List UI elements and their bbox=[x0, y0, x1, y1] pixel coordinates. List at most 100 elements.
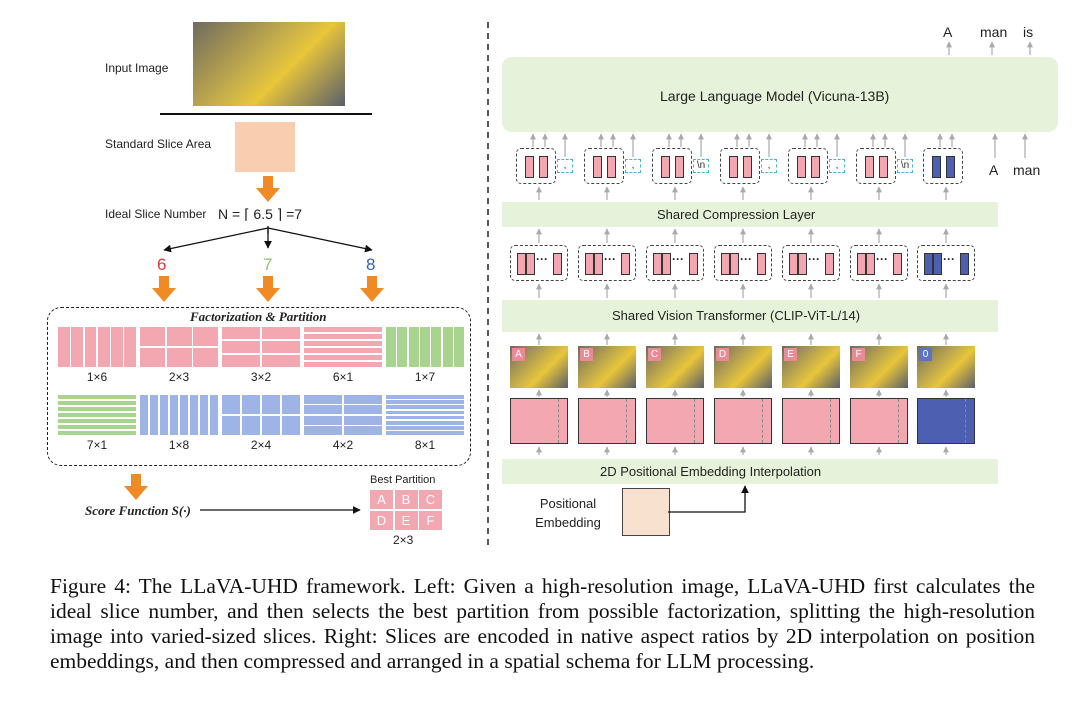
grid-cell bbox=[140, 327, 165, 347]
compressed-token bbox=[865, 156, 874, 178]
compressed-token bbox=[946, 156, 955, 178]
input-image-label: Input Image bbox=[105, 61, 169, 75]
partition-label: 2×4 bbox=[250, 438, 272, 452]
grid-cell bbox=[58, 400, 136, 406]
grid-cell bbox=[193, 327, 218, 347]
slice-letter: A bbox=[512, 348, 525, 361]
best-partition-label: Best Partition bbox=[370, 474, 436, 486]
compressed-token bbox=[797, 156, 806, 178]
ellipsis: ··· bbox=[808, 252, 820, 266]
ellipsis: ··· bbox=[943, 252, 955, 266]
grid-cell bbox=[304, 361, 382, 367]
slice-embedding-divider bbox=[965, 399, 966, 443]
grid-cell bbox=[304, 405, 343, 415]
grid-cell bbox=[222, 327, 261, 340]
grid-cell bbox=[261, 340, 300, 354]
partition-grid-1×8 bbox=[140, 395, 218, 435]
grid-cell bbox=[193, 347, 218, 367]
slice-letter: D bbox=[716, 348, 729, 361]
partition-grid-1×7 bbox=[386, 327, 464, 367]
grid-cell bbox=[454, 327, 464, 367]
ellipsis: ··· bbox=[876, 252, 888, 266]
partition-grid-4×2 bbox=[304, 395, 382, 435]
partition-label: 1×8 bbox=[168, 438, 190, 452]
grid-cell bbox=[189, 395, 199, 435]
vision-token bbox=[789, 253, 798, 275]
factorization-panel bbox=[47, 307, 471, 466]
grid-cell bbox=[58, 418, 136, 424]
separator-token: , bbox=[557, 159, 573, 173]
vision-token-group: ··· bbox=[646, 245, 704, 281]
vision-token bbox=[924, 253, 933, 275]
orange-arrow-4 bbox=[124, 474, 148, 500]
grid-cell bbox=[442, 327, 453, 367]
separator-token: \n bbox=[693, 159, 709, 173]
ellipsis: ··· bbox=[604, 252, 616, 266]
grid-cell bbox=[304, 395, 343, 404]
positional-embedding-text: Positional Embedding bbox=[535, 496, 601, 530]
compressed-token-group bbox=[720, 148, 760, 184]
vision-token-group: ··· bbox=[510, 245, 568, 281]
vision-token bbox=[893, 253, 902, 275]
compressed-token-group bbox=[923, 148, 963, 184]
grid-cell bbox=[386, 400, 464, 404]
candidate-7: 7 bbox=[263, 255, 273, 274]
vision-token bbox=[653, 253, 662, 275]
grid-cell bbox=[222, 340, 261, 354]
slice-embedding bbox=[646, 398, 704, 444]
pos-embed-connector bbox=[668, 485, 749, 513]
positional-embedding-square bbox=[622, 488, 670, 536]
grid-cell bbox=[140, 347, 165, 367]
partition-grid-3×2 bbox=[222, 327, 300, 367]
vision-token bbox=[857, 253, 866, 275]
vision-token bbox=[960, 253, 969, 275]
grid-cell bbox=[431, 327, 442, 367]
grid-cell bbox=[84, 327, 97, 367]
partition-grid-7×1 bbox=[58, 395, 136, 435]
vit-label: Shared Vision Transformer (CLIP-ViT-L/14… bbox=[612, 308, 861, 323]
input-token-man: man bbox=[1013, 162, 1041, 178]
llm-label: Large Language Model (Vicuna-13B) bbox=[660, 88, 890, 104]
grid-cell bbox=[71, 327, 83, 367]
vision-token bbox=[757, 253, 766, 275]
grid-cell bbox=[179, 395, 189, 435]
grid-cell bbox=[209, 395, 218, 435]
compressed-token-group bbox=[788, 148, 828, 184]
ellipsis: ··· bbox=[740, 252, 752, 266]
compressed-token bbox=[607, 156, 616, 178]
factorization-title: Factorization & Partition bbox=[190, 309, 327, 324]
orange-arrow-3 bbox=[360, 276, 384, 302]
positional-embedding-label: Positional Embedding bbox=[528, 494, 608, 532]
compressed-token bbox=[879, 156, 888, 178]
slice-embedding-divider bbox=[830, 399, 831, 443]
grid-cell bbox=[58, 424, 136, 430]
ellipsis: ··· bbox=[672, 252, 684, 266]
partition-label: 1×6 bbox=[86, 370, 108, 384]
compressed-token-group bbox=[584, 148, 624, 184]
vision-token-group: ··· bbox=[782, 245, 840, 281]
separator-token: , bbox=[829, 159, 845, 173]
vision-token bbox=[517, 253, 526, 275]
compressed-token bbox=[811, 156, 820, 178]
slice-letter: 0 bbox=[919, 348, 932, 361]
compressed-token bbox=[525, 156, 534, 178]
vision-token bbox=[526, 253, 535, 275]
compressed-token-group bbox=[856, 148, 896, 184]
grid-cell bbox=[386, 426, 464, 430]
slice-embedding bbox=[510, 398, 568, 444]
vision-token-group: ··· bbox=[917, 245, 975, 281]
partition-label: 4×2 bbox=[332, 438, 354, 452]
grid-cell bbox=[304, 354, 382, 361]
grid-cell bbox=[166, 347, 192, 367]
compression-layer-label: Shared Compression Layer bbox=[657, 207, 816, 222]
slice-embedding bbox=[578, 398, 636, 444]
grid-cell bbox=[222, 354, 261, 367]
partition-label: 7×1 bbox=[86, 438, 108, 452]
slice-letter: E bbox=[784, 348, 797, 361]
grid-cell bbox=[343, 405, 382, 415]
output-token-a: A bbox=[943, 24, 953, 40]
standard-slice-label: Standard Slice Area bbox=[105, 137, 212, 151]
slice-embedding-divider bbox=[898, 399, 899, 443]
compressed-token bbox=[675, 156, 684, 178]
